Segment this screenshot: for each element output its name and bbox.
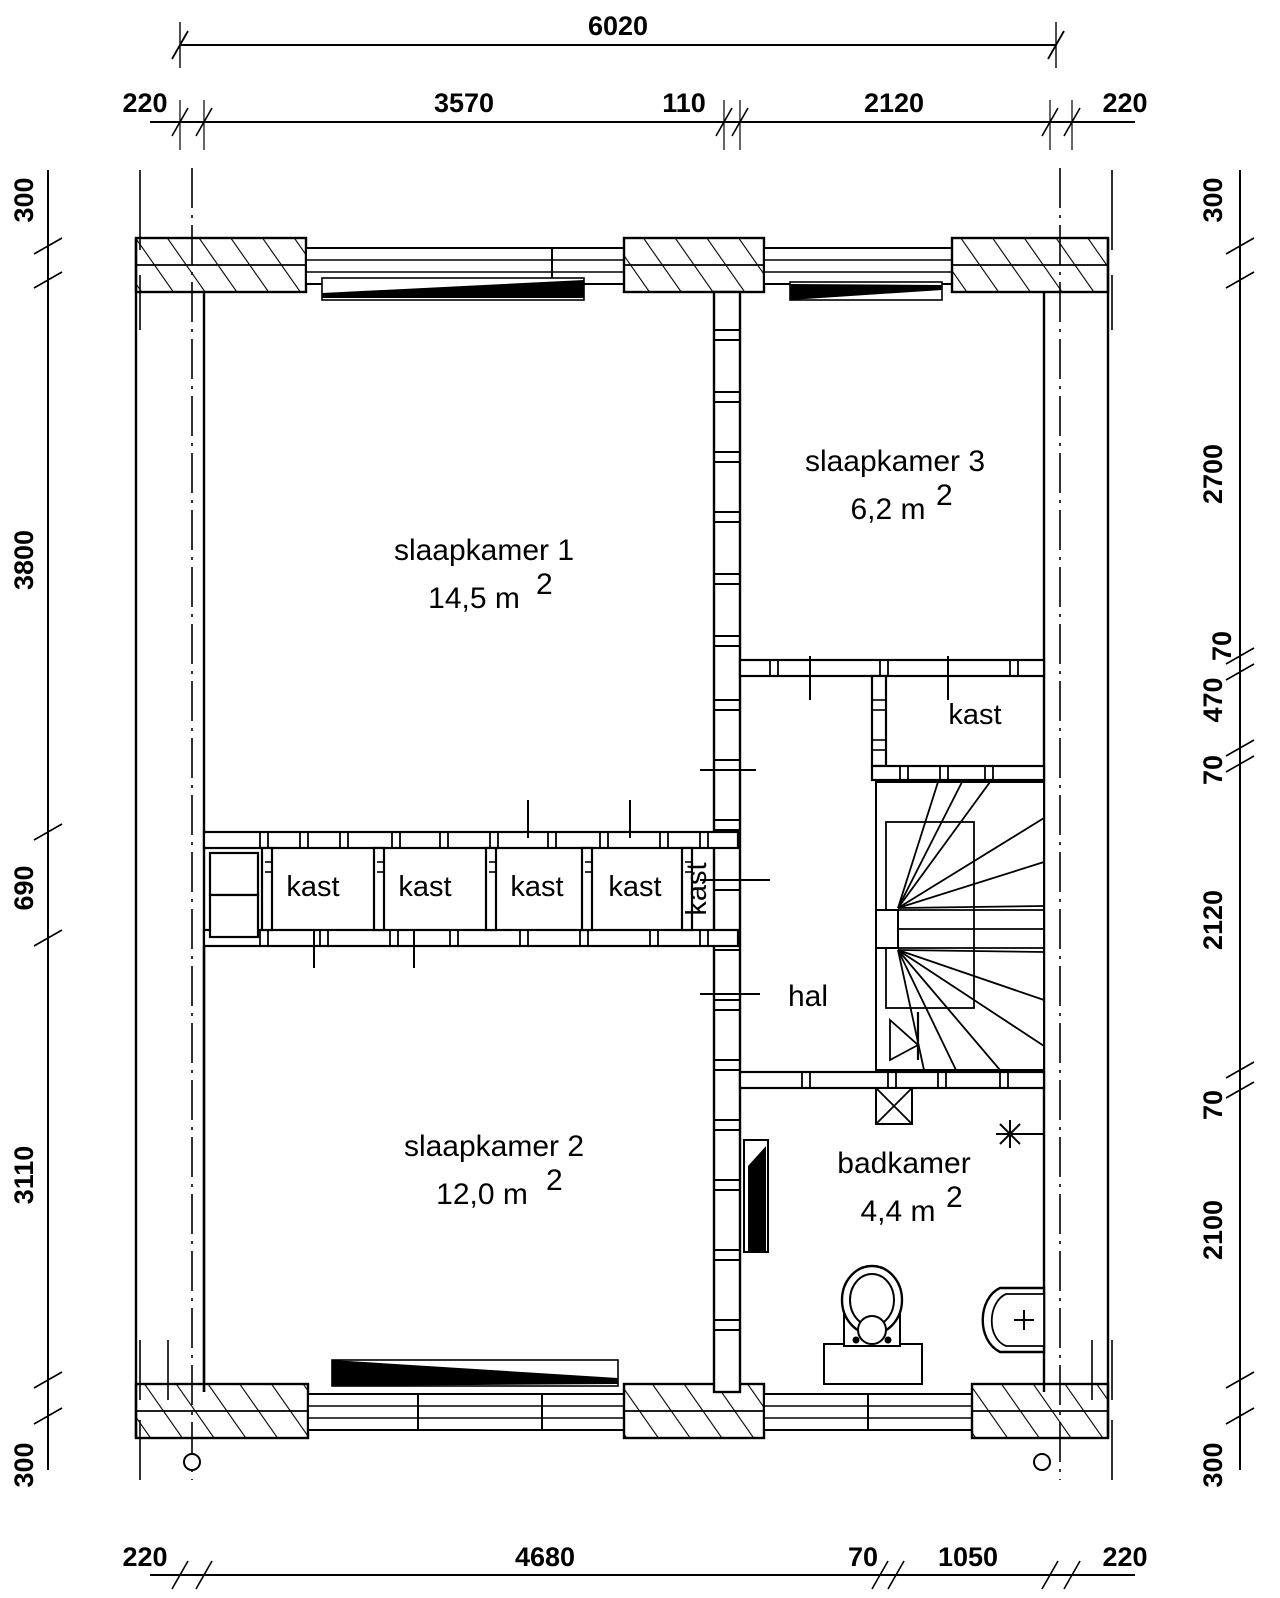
dim-top-chain-4: 220 [1102, 88, 1147, 118]
door-leaf-slaapkamer-2 [743, 1139, 769, 1253]
kast-label-3: kast [510, 871, 563, 903]
dimension-top-chain: 220 3570 110 2120 220 [122, 88, 1148, 150]
vent-star-icon [996, 1120, 1044, 1148]
slaapkamer-3-area: 6,2 m [850, 493, 925, 526]
dim-top-chain-2: 110 [662, 88, 706, 118]
corner-marker-left [183, 1453, 201, 1471]
dimension-bottom-chain: 220 4680 70 1050 220 [122, 1542, 1148, 1590]
interior-wall-badkamer-top [738, 1070, 1046, 1090]
window-bottom-left [307, 1359, 625, 1431]
staircase [875, 781, 1045, 1071]
dim-bottom-chain-2: 70 [848, 1542, 878, 1572]
slaapkamer-1-name: slaapkamer 1 [394, 534, 574, 567]
dim-bottom-chain-3: 1050 [938, 1542, 998, 1572]
room-label-hal: hal [788, 980, 828, 1013]
dim-right-chain-0: 300 [1198, 177, 1228, 222]
dim-right-chain-5: 2120 [1198, 890, 1228, 950]
dim-left-chain-3: 3110 [9, 1146, 39, 1205]
toilet-icon [823, 1264, 923, 1385]
exterior-wall-bottom-left [134, 1382, 310, 1440]
interior-wall-closet-bottom [202, 928, 740, 948]
dim-top-chain-3: 2120 [864, 88, 924, 118]
dim-right-chain-1: 2700 [1198, 444, 1228, 504]
window-top-right [763, 247, 953, 301]
dim-top-chain-0: 220 [122, 88, 167, 118]
dim-left-chain-1: 3800 [9, 530, 39, 590]
slaapkamer-3-area-sup: 2 [936, 479, 953, 512]
dimension-top-overall: 6020 [171, 11, 1065, 68]
interior-wall-hal-right [870, 674, 888, 768]
room-label-slaapkamer-1: slaapkamer 1 14,5 m 2 [394, 534, 574, 615]
slaapkamer-1-area: 14,5 m [428, 582, 520, 615]
kast-label-2: kast [398, 871, 451, 903]
dim-right-chain-2: 70 [1207, 631, 1237, 661]
room-label-slaapkamer-3: slaapkamer 3 6,2 m 2 [805, 445, 985, 526]
dim-bottom-chain-4: 220 [1102, 1542, 1147, 1572]
axis-lines [191, 168, 1061, 1480]
slaapkamer-2-name: slaapkamer 2 [404, 1130, 584, 1163]
exterior-wall-top-left [134, 236, 308, 294]
exterior-wall-top-middle [622, 236, 766, 294]
kast-label-1: kast [286, 871, 339, 903]
dim-top-chain-1: 3570 [434, 88, 494, 118]
shaft-square-icon [875, 1087, 913, 1125]
dim-bottom-chain-1: 4680 [515, 1542, 575, 1572]
dim-left-chain-2: 690 [9, 865, 39, 910]
interior-wall-kast-upper-bottom [870, 764, 1046, 782]
dim-right-chain-8: 300 [1198, 1442, 1228, 1487]
exterior-wall-bottom-middle [622, 1382, 766, 1440]
dim-left-chain-4: 300 [9, 1442, 39, 1487]
room-label-badkamer: badkamer 4,4 m 2 [837, 1147, 970, 1228]
slaapkamer-1-area-sup: 2 [536, 568, 553, 601]
closet-dividers [260, 846, 694, 932]
interior-wall-slaapkamer3-bottom [738, 658, 1046, 678]
dim-top-overall-label: 6020 [588, 11, 648, 41]
room-label-slaapkamer-2: slaapkamer 2 12,0 m 2 [404, 1130, 584, 1211]
dim-bottom-chain-0: 220 [122, 1542, 167, 1572]
dim-right-chain-3: 470 [1198, 677, 1228, 722]
leader-lines [313, 656, 949, 995]
badkamer-name: badkamer [837, 1147, 970, 1180]
kast-label-vertical: kast [681, 862, 713, 915]
dimension-right-chain: 300 2700 70 470 70 2120 70 2100 300 [1198, 170, 1255, 1488]
interior-wall-closet-top [202, 830, 740, 850]
dim-left-chain-0: 300 [9, 177, 39, 222]
slaapkamer-2-area-sup: 2 [546, 1164, 563, 1197]
dim-right-chain-7: 2100 [1198, 1200, 1228, 1260]
slaapkamer-2-area: 12,0 m [436, 1178, 528, 1211]
kast-label-4: kast [608, 871, 661, 903]
dim-right-chain-4: 70 [1198, 755, 1228, 785]
exterior-wall-left [134, 238, 206, 1438]
washbasin-icon [981, 1286, 1046, 1354]
window-top-left [305, 247, 625, 301]
kast-label-upper-right: kast [948, 699, 1001, 731]
exterior-wall-right [1042, 238, 1110, 1438]
slaapkamer-3-name: slaapkamer 3 [805, 445, 985, 478]
badkamer-area: 4,4 m [860, 1195, 935, 1228]
exterior-wall-top-right [950, 236, 1110, 294]
window-bottom-right [763, 1393, 973, 1431]
corner-marker-right [1033, 1453, 1051, 1471]
exterior-wall-bottom-right [970, 1382, 1110, 1440]
shaft-stacked-squares [208, 851, 260, 939]
dim-right-chain-6: 70 [1198, 1090, 1228, 1120]
badkamer-area-sup: 2 [946, 1181, 963, 1214]
dimension-left-chain: 300 3800 690 3110 300 [9, 170, 63, 1488]
